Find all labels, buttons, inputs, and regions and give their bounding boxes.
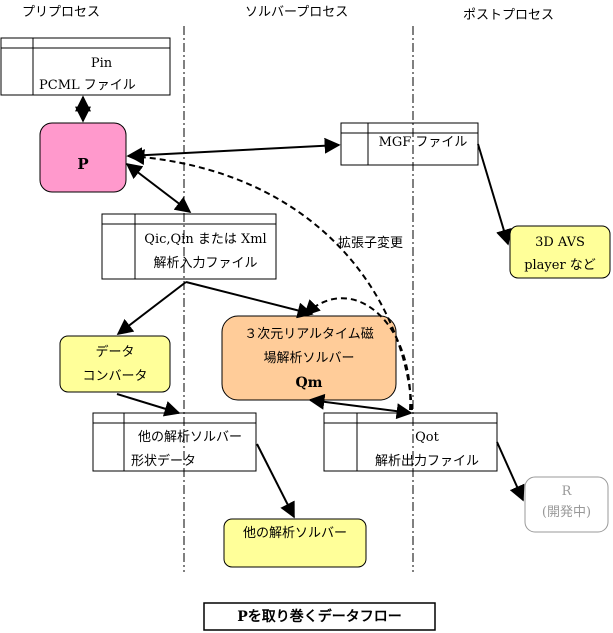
qm-line1: ３次元リアルタイム磁 [244,327,374,342]
other-shape-line2: 形状データ [131,454,197,469]
mgf-file-name: MGF ファイル [378,135,468,150]
diagram-caption: Pを取り巻くデータフロー [237,609,402,625]
arrow-p-mgf [126,137,341,164]
r-node-line2: (開発中) [541,505,592,520]
zone-label-solver: ソルバープロセス [245,5,349,20]
converter-node-box [59,335,171,393]
qot-file-name: Qot [415,430,439,445]
arrow-qm-qot [308,393,413,420]
arrow-othershape-othersolver [256,443,295,519]
r-node-line1: R [561,484,572,499]
arrow-mgf-avs [477,143,512,246]
other-solver-node-box [223,518,367,568]
pin-file-table [0,37,171,96]
avs-node-box [509,225,611,279]
arrow-qic-converter [116,281,187,335]
r-node-box [524,476,609,533]
other-shape-line1: 他の解析ソルバー [137,430,242,445]
zone-label-pre: プリプロセス [22,5,101,20]
qic-file-type: 解析入力ファイル [153,256,258,271]
arrow-qic-qm [185,281,314,319]
qic-file-table [101,213,277,280]
qic-file-name: Qic,Qin または Xml [144,232,267,247]
converter-line1: データ [95,345,135,360]
avs-node-line2: player など [524,258,596,273]
arrow-p-qic [125,163,192,213]
p-node-box [39,122,127,193]
dashed-arrow-qot-qm [303,297,412,411]
arrow-qot-r [496,441,525,502]
ext-change-note: 拡張子変更 [338,236,404,251]
converter-line2: コンバータ [82,369,148,384]
other-solver-label: 他の解析ソルバー [242,526,347,541]
p-node-label: P [77,155,89,173]
avs-node-line1: 3D AVS [535,235,585,250]
pin-file-type: PCML ファイル [39,78,136,93]
pin-file-name: Pin [90,56,113,71]
qot-file-type: 解析出力ファイル [374,454,479,469]
qm-line2: 場解析ソルバー [263,351,355,366]
zone-label-post: ポストプロセス [463,8,555,23]
caption-box [203,602,436,631]
qm-line3: Qm [295,375,323,391]
arrow-converter-othershape [116,393,181,417]
dashed-arrow-qot-p [128,149,413,411]
